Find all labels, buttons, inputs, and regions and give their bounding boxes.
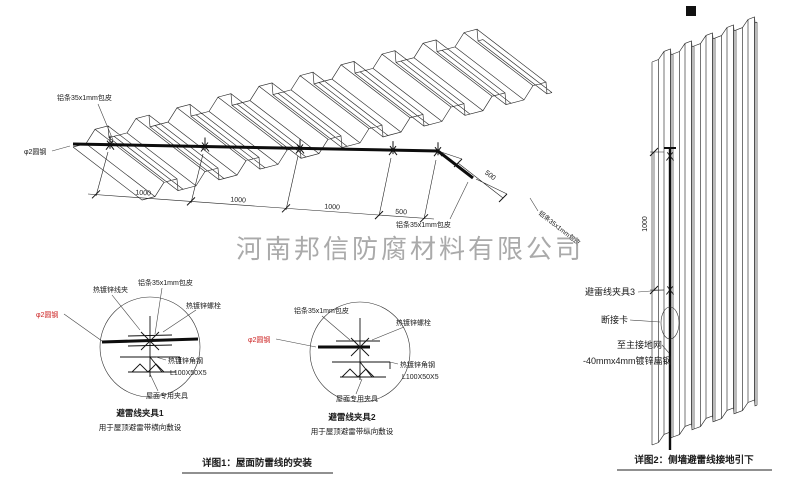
label-roof-fixture: 屋面专用夹具	[336, 394, 378, 403]
label-to-ground-grid: 至主接地网	[617, 339, 662, 350]
label-angle-spec: L100X50X5	[170, 370, 207, 377]
corrugated-roof-panel	[72, 28, 553, 201]
dim-1000-b: 1000	[230, 196, 246, 204]
sheet-captions: 详图1：屋面防雷线的安装 详图2：侧墙避雷线接地引下	[182, 454, 772, 474]
detail-2-title: 避雷线夹具2	[328, 412, 376, 422]
wall-downlead	[660, 6, 696, 450]
roof-labels: 铝条35x1mm包皮 φ2圆钢 铝条35x1mm包皮 铝条35x1mm包皮	[24, 93, 583, 247]
label-aluminum-strip-top: 铝条35x1mm包皮	[57, 93, 112, 102]
wall-dim-1000: 1000	[642, 216, 649, 232]
label-galv-clip: 热镀锌线夹	[93, 285, 128, 294]
wall-wire-clamp-icon	[665, 147, 675, 161]
wire-clamp-icon	[433, 141, 443, 157]
detail-circle-2: 铝条35x1mm包皮 热镀锌螺栓 φ2圆钢 热镀锌角钢 L100X50X5 屋面…	[248, 301, 439, 436]
wall-labels: 避雷线夹具3 断接卡 至主接地网 -40mmx4mm镀锌扁钢	[583, 286, 672, 366]
label-aluminum-strip: 铝条35x1mm包皮	[294, 306, 349, 315]
caption-detail-1: 详图1：屋面防雷线的安装	[202, 457, 312, 469]
company-watermark: 河南邦信防腐材料有限公司	[236, 234, 584, 264]
dim-500-a: 500	[395, 209, 407, 217]
detail-1-bubble	[99, 296, 201, 398]
label-round-steel-red: φ2圆钢	[248, 335, 270, 344]
wire-clamp-icon	[200, 137, 210, 152]
detail-1-title: 避雷线夹具1	[116, 408, 164, 418]
label-round-steel: φ2圆钢	[24, 147, 46, 156]
wire-clamp-icon	[388, 140, 398, 156]
detail-2-subtitle: 用于屋顶避雷带纵向敷设	[311, 426, 394, 436]
label-roof-fixture: 屋面专用夹具	[146, 391, 188, 400]
detail-1-assembly	[101, 316, 199, 377]
roof-lightning-wire	[72, 142, 474, 180]
dim-1000-c: 1000	[324, 203, 340, 211]
dim-500-angled: 500	[483, 169, 497, 182]
detail-1-labels: 热镀锌线夹 铝条35x1mm包皮 热镀锌螺栓 φ2圆钢 热镀锌角钢 L100X5…	[36, 278, 221, 400]
corrugated-wall-panel	[651, 16, 758, 446]
label-angle-steel: 热镀锌角钢	[400, 360, 435, 369]
detail-2-assembly	[318, 318, 391, 380]
detail-2-labels: 铝条35x1mm包皮 热镀锌螺栓 φ2圆钢 热镀锌角钢 L100X50X5 屋面…	[248, 306, 439, 403]
label-galv-bolt: 热镀锌螺栓	[396, 318, 431, 327]
detail-1-subtitle: 用于屋顶避雷带横向敷设	[99, 422, 182, 432]
label-aluminum-strip: 铝条35x1mm包皮	[138, 278, 193, 287]
roof-dimension-chain: 1000 1000 1000 500	[87, 151, 437, 223]
label-angle-spec: L100X50X5	[402, 374, 439, 381]
label-disconnect-card: 断接卡	[601, 314, 628, 325]
label-wall-clamp3: 避雷线夹具3	[585, 286, 635, 297]
wall-dimension: 1000	[642, 147, 664, 295]
dim-1000-a: 1000	[135, 189, 151, 197]
label-angle-steel: 热镀锌角钢	[168, 356, 203, 365]
disconnect-card-bubble	[660, 306, 680, 340]
label-galv-flat-steel: -40mmx4mm镀锌扁钢	[583, 355, 672, 366]
wall-wire-clamp-icon	[665, 281, 675, 295]
caption-detail-2: 详图2：侧墙避雷线接地引下	[634, 454, 754, 466]
air-terminal-symbol	[686, 6, 696, 16]
label-aluminum-strip-bottom: 铝条35x1mm包皮	[396, 220, 451, 229]
label-round-steel-red: φ2圆钢	[36, 310, 58, 319]
detail-2-bubble	[309, 301, 411, 403]
detail-circle-1: 热镀锌线夹 铝条35x1mm包皮 热镀锌螺栓 φ2圆钢 热镀锌角钢 L100X5…	[36, 278, 221, 432]
label-galv-bolt: 热镀锌螺栓	[186, 301, 221, 310]
